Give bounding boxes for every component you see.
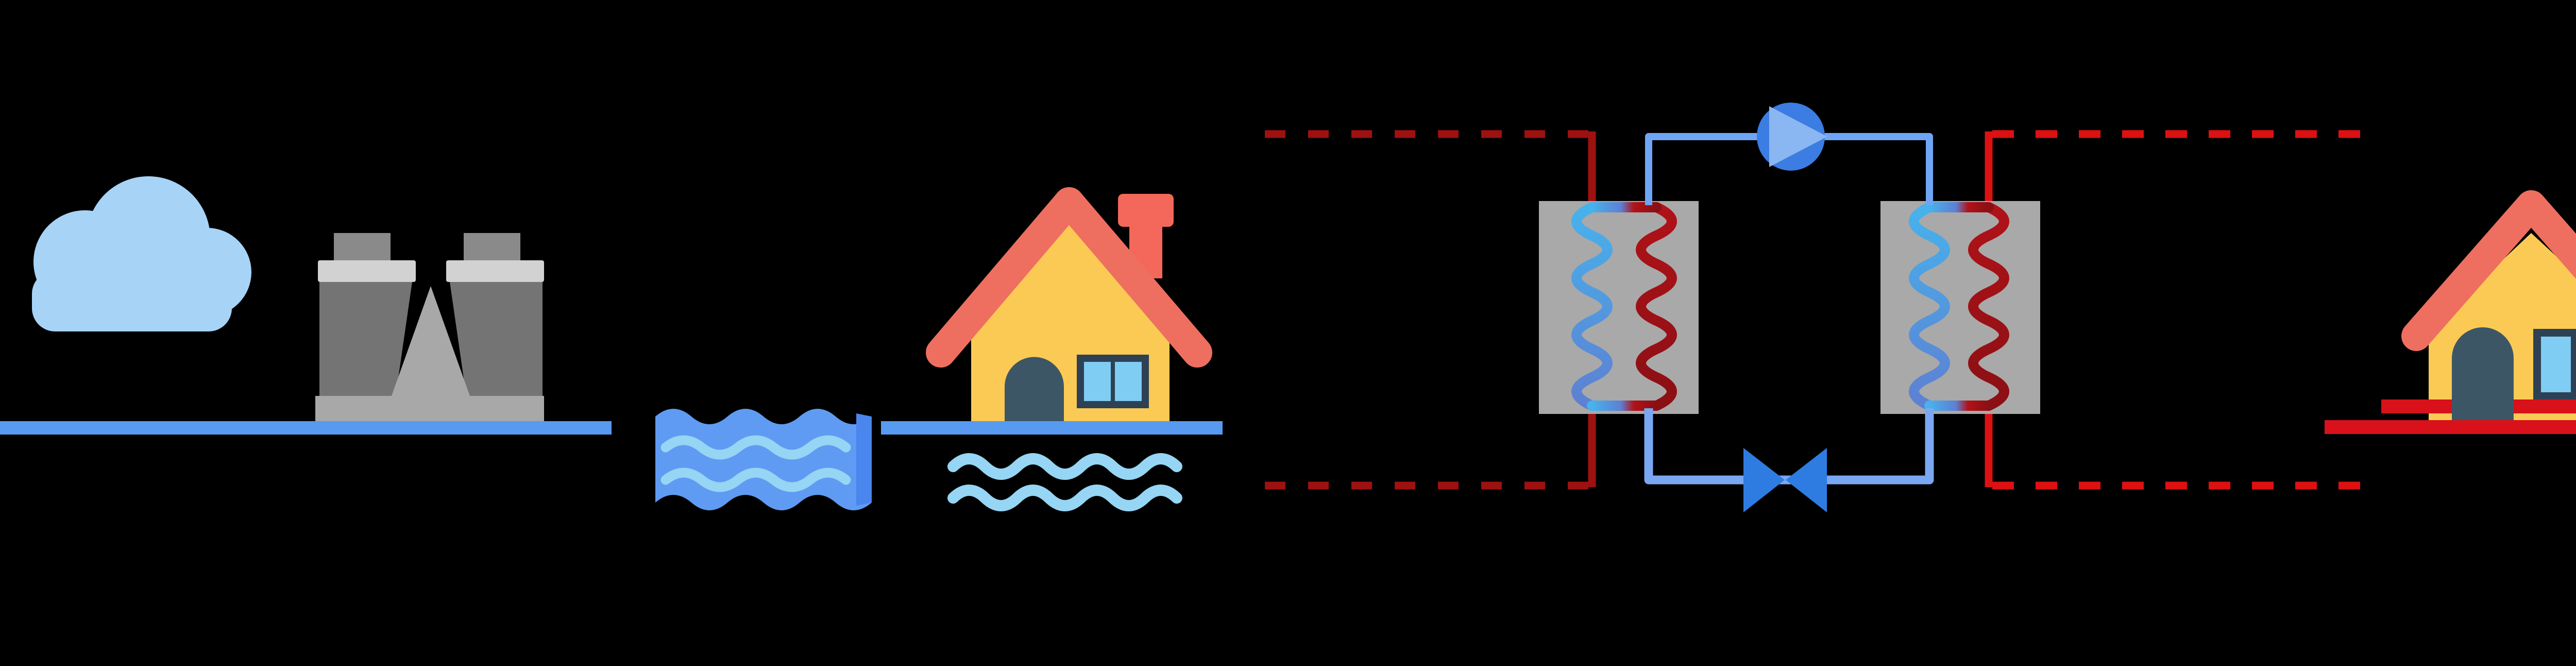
ground-waves-icon — [947, 453, 1182, 511]
house-window-pane — [2541, 337, 2571, 392]
power-plant-stub-right — [464, 233, 520, 264]
expansion-valve-icon — [1743, 448, 1827, 512]
condenser-coil-blue — [1909, 202, 1950, 411]
source-side — [0, 176, 1223, 511]
water-stripe — [660, 435, 851, 460]
power-plant-stub-left — [334, 233, 391, 264]
source-dashed-circuit — [1259, 130, 1596, 490]
condenser — [1880, 201, 2040, 414]
source-house-icon — [926, 187, 1212, 421]
sink-house-icon — [2381, 190, 2576, 420]
ground-wave — [947, 485, 1182, 511]
water-stripe — [660, 468, 851, 492]
house-door — [1005, 357, 1064, 421]
power-plant-tower-left — [319, 282, 412, 396]
house-chimney-cap — [1118, 194, 1174, 227]
house-window-pane — [1084, 362, 1111, 401]
ground-wave — [947, 453, 1182, 480]
condenser-box — [1880, 201, 2040, 414]
ground-water-icon — [655, 409, 872, 510]
compressor-triangle — [1769, 106, 1827, 167]
house-window-pane — [1115, 362, 1142, 401]
house-roof — [926, 187, 1212, 368]
source-line-segment-right — [881, 421, 1223, 435]
house-door — [2452, 327, 2514, 420]
house-roof — [2401, 190, 2576, 351]
heat-pump — [1259, 103, 2361, 512]
sink-dashed-circuit — [1985, 130, 2361, 490]
power-plant-base — [315, 396, 544, 421]
cloud-icon — [32, 176, 251, 331]
evaporator-coil-blue — [1571, 202, 1613, 411]
evaporator — [1539, 201, 1699, 414]
power-plant-icon — [315, 233, 544, 421]
compressor-icon — [1757, 103, 1827, 171]
water-block — [655, 409, 872, 510]
valve-right-triangle — [1786, 448, 1827, 512]
sink-line — [2325, 420, 2576, 434]
condenser-coil-red — [1968, 202, 2009, 411]
power-plant-tower-right — [450, 282, 543, 396]
source-line-segment-left — [0, 421, 612, 435]
sink-side — [2325, 190, 2576, 434]
evaporator-box — [1539, 201, 1699, 414]
power-plant-cap-left — [318, 260, 416, 282]
evaporator-coil-red — [1636, 202, 1677, 411]
power-plant-center — [392, 286, 470, 396]
water-block-shade — [856, 413, 872, 506]
valve-left-triangle — [1743, 448, 1785, 512]
power-plant-cap-right — [446, 260, 544, 282]
